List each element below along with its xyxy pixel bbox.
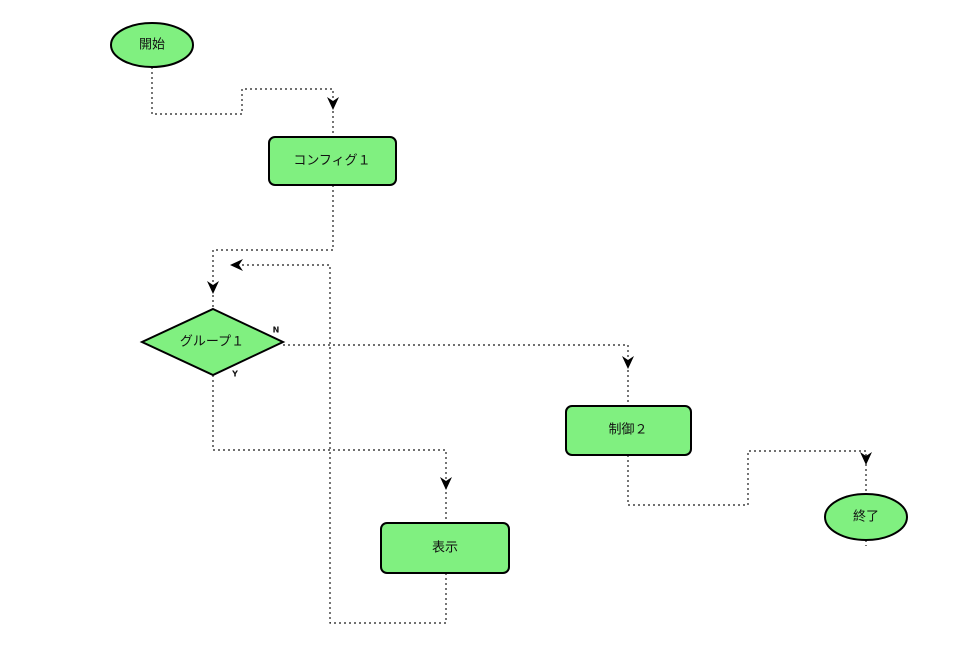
arrowhead-group1-loop-icon (230, 259, 243, 271)
group1-label: グループ１ (180, 335, 244, 350)
arrowhead-control2-icon (622, 356, 634, 369)
display-label: 表示 (432, 541, 458, 556)
arrowhead-display-icon (440, 477, 452, 490)
arrowheads (207, 97, 872, 490)
edge-config1-to-group1[interactable] (212, 185, 334, 309)
control2-label: 制御２ (608, 423, 647, 438)
edge-start-to-config1[interactable] (151, 67, 334, 137)
node-start[interactable]: 開始 (110, 22, 194, 68)
edge-control2-to-end[interactable] (627, 450, 867, 506)
config1-box (268, 136, 397, 186)
end-ellipse (824, 493, 908, 541)
group1-diamond (139, 307, 286, 377)
node-display[interactable]: 表示 (380, 522, 510, 574)
arrowhead-end-icon (860, 452, 872, 465)
config1-label: コンフィグ１ (293, 154, 370, 169)
end-label: 終了 (853, 509, 879, 525)
branch-no-label: N (273, 326, 280, 335)
node-end[interactable]: 終了 (824, 493, 908, 541)
control2-box (565, 405, 692, 456)
node-group1[interactable]: グループ１ N Y (139, 307, 286, 379)
branch-yes-label: Y (231, 370, 238, 379)
arrowhead-config1-icon (327, 97, 339, 110)
edge-group1-to-display-yes[interactable] (212, 375, 447, 523)
connectors (151, 67, 867, 624)
arrowhead-group1-top-icon (207, 281, 219, 294)
start-label: 開始 (139, 38, 165, 53)
node-control2[interactable]: 制御２ (565, 405, 692, 456)
edge-group1-to-control2-no[interactable] (283, 344, 629, 406)
node-config1[interactable]: コンフィグ１ (268, 136, 397, 186)
display-box (380, 522, 510, 574)
start-ellipse (110, 22, 194, 68)
edge-display-to-group1-loop[interactable] (232, 264, 447, 624)
